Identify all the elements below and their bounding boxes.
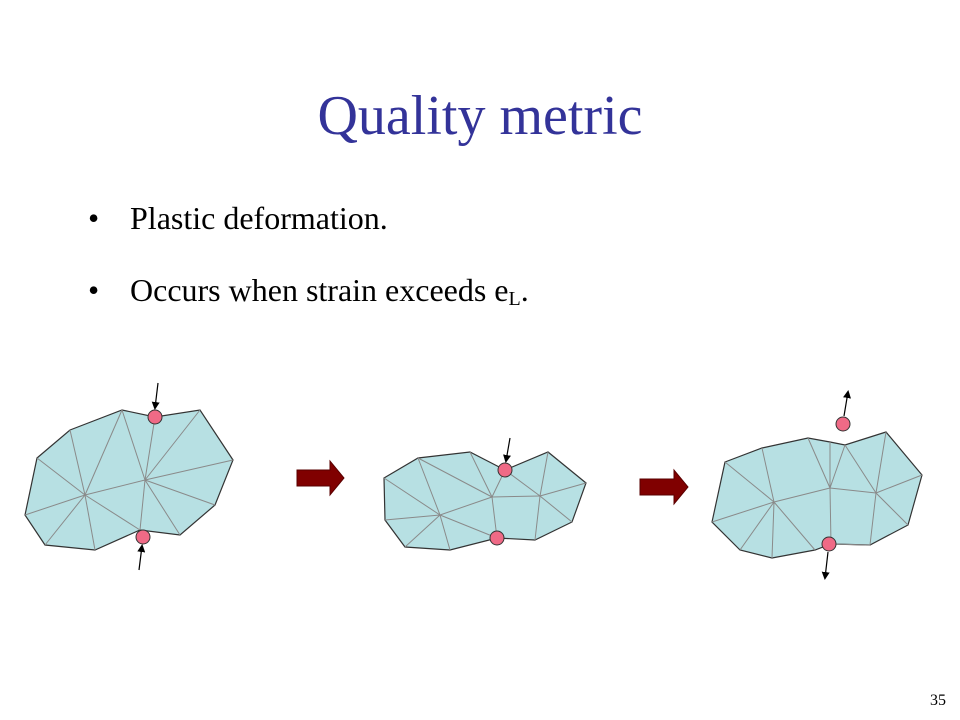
- force-node: [835, 416, 851, 432]
- mesh-edges: [24, 409, 234, 551]
- transition-arrow: [639, 468, 689, 506]
- bullet-subscript: L: [508, 288, 521, 310]
- mesh-outline: [383, 451, 587, 551]
- bullet-marker: •: [88, 272, 100, 308]
- force-node: [497, 462, 513, 478]
- force-arrow: [503, 437, 511, 463]
- mesh-original: [24, 382, 234, 571]
- slide-title: Quality metric: [317, 85, 643, 147]
- force-node: [147, 409, 163, 425]
- mesh-edges: [711, 431, 923, 559]
- bullet-marker: •: [88, 200, 100, 236]
- mesh-deformed: [711, 390, 923, 580]
- page-number: 35: [930, 692, 946, 709]
- bullet-text: Plastic deformation.: [130, 200, 388, 236]
- bullet-text-container: Occurs when strain exceeds eL.: [130, 272, 529, 317]
- force-arrow: [821, 551, 830, 580]
- transition-arrow: [296, 459, 345, 497]
- force-node: [135, 529, 151, 545]
- force-arrow: [151, 382, 160, 410]
- force-node: [821, 536, 837, 552]
- mesh-edges: [383, 451, 587, 551]
- bullet-suffix: .: [520, 272, 529, 308]
- force-arrow: [137, 544, 146, 571]
- bullet-text: Occurs when strain exceeds e: [130, 272, 509, 308]
- force-arrow: [843, 390, 851, 417]
- force-node: [489, 530, 505, 546]
- mesh-compressed: [383, 437, 587, 551]
- mesh-outline: [711, 431, 923, 559]
